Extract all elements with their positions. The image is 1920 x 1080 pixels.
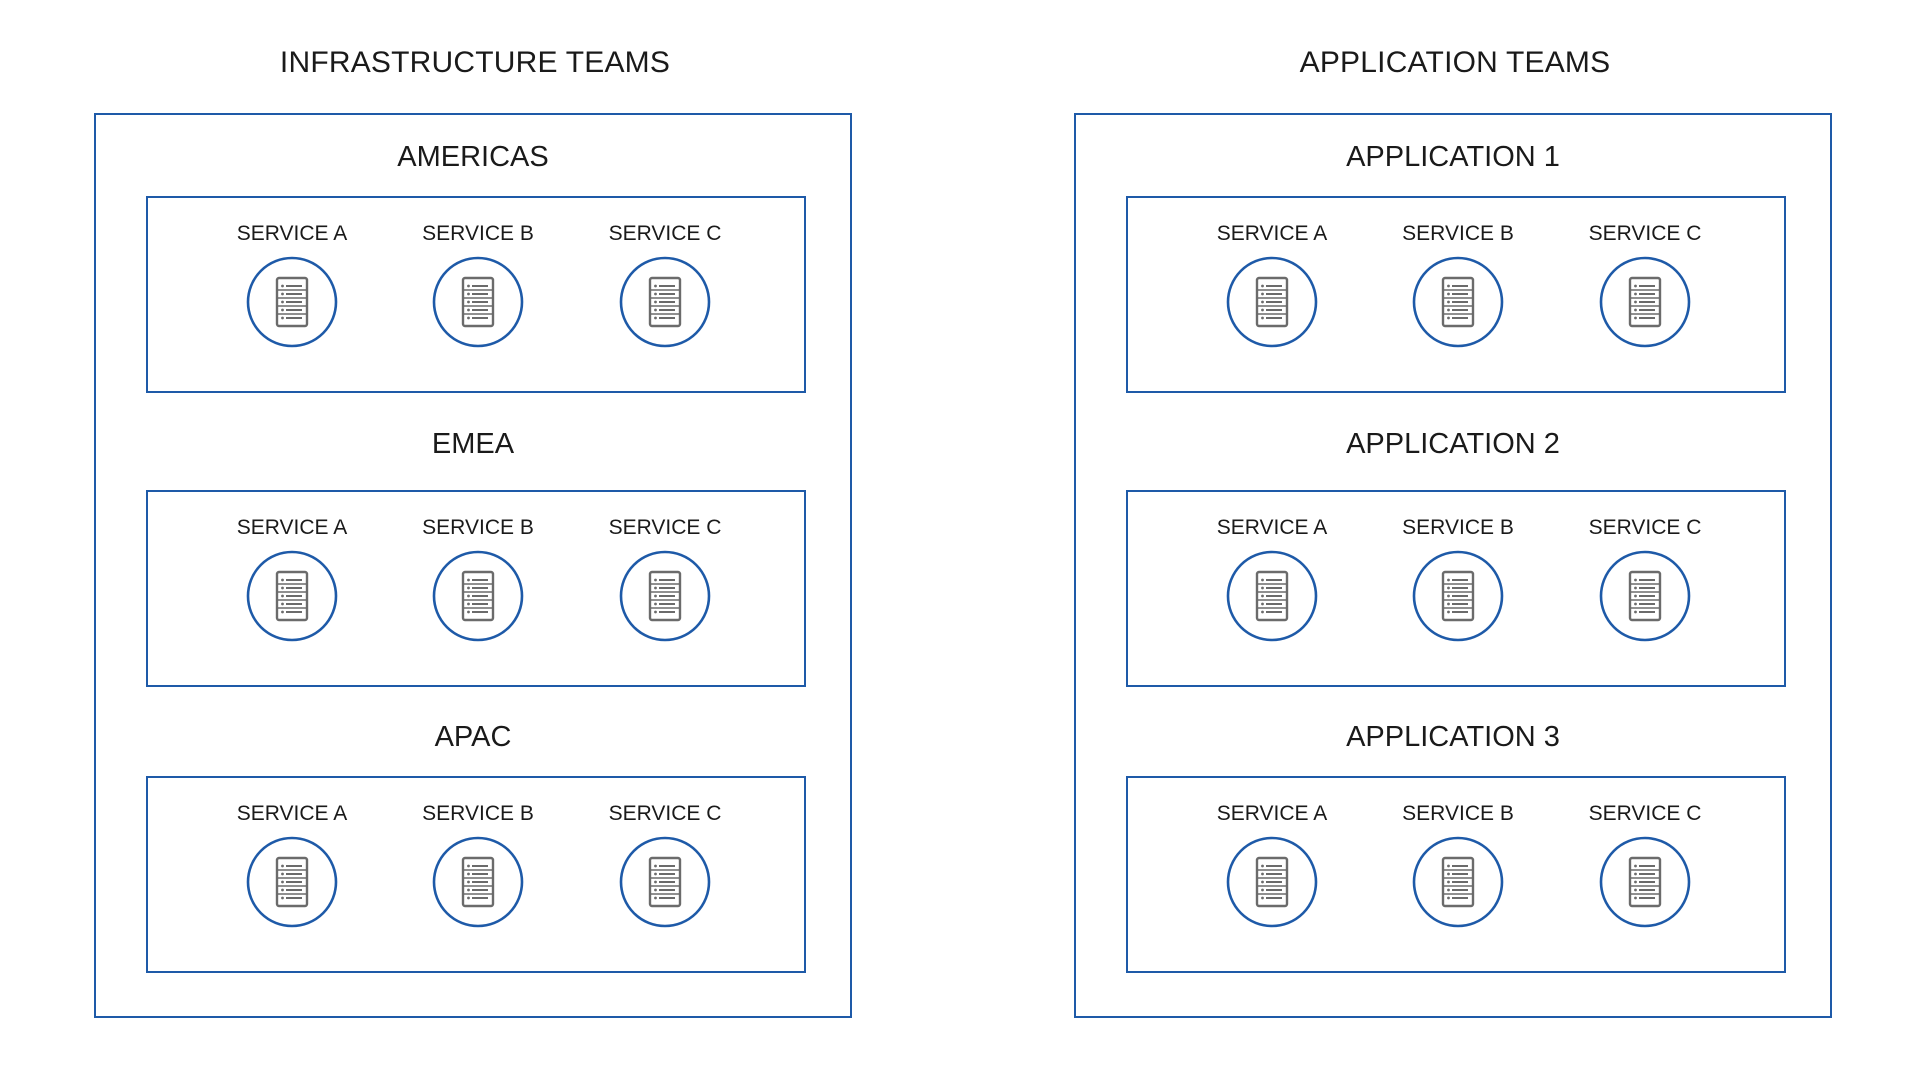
service-label: SERVICE B <box>422 516 534 539</box>
service-label: SERVICE C <box>608 802 722 825</box>
server-icon <box>1599 550 1691 642</box>
service-label: SERVICE B <box>1402 516 1514 539</box>
group-title-application-2: APPLICATION 2 <box>1346 428 1560 460</box>
service-node[interactable]: SERVICE C <box>600 222 730 348</box>
service-label: SERVICE B <box>1402 222 1514 245</box>
service-label: SERVICE B <box>422 802 534 825</box>
server-icon <box>246 550 338 642</box>
service-node[interactable]: SERVICE A <box>1207 222 1337 348</box>
server-icon <box>1412 256 1504 348</box>
group-title-application-1: APPLICATION 1 <box>1346 141 1560 173</box>
service-node[interactable]: SERVICE B <box>1393 516 1523 642</box>
service-node[interactable]: SERVICE B <box>413 802 543 928</box>
server-icon <box>1226 550 1318 642</box>
service-node[interactable]: SERVICE A <box>227 222 357 348</box>
service-node[interactable]: SERVICE A <box>1207 516 1337 642</box>
group-box-application-1: SERVICE A SERVICE B SERVICE C <box>1126 196 1786 393</box>
group-box-americas: SERVICE A SERVICE B SERVICE C <box>146 196 806 393</box>
service-node[interactable]: SERVICE B <box>413 516 543 642</box>
service-node[interactable]: SERVICE B <box>1393 222 1523 348</box>
service-node[interactable]: SERVICE A <box>227 802 357 928</box>
service-node[interactable]: SERVICE C <box>1580 516 1710 642</box>
server-icon <box>432 550 524 642</box>
server-icon <box>1412 836 1504 928</box>
group-title-americas: AMERICAS <box>397 141 549 173</box>
server-icon <box>246 256 338 348</box>
service-node[interactable]: SERVICE C <box>600 516 730 642</box>
server-icon <box>619 550 711 642</box>
group-box-application-3: SERVICE A SERVICE B SERVICE C <box>1126 776 1786 973</box>
service-node[interactable]: SERVICE C <box>600 802 730 928</box>
service-label: SERVICE B <box>1402 802 1514 825</box>
service-label: SERVICE A <box>236 222 348 245</box>
service-node[interactable]: SERVICE B <box>1393 802 1523 928</box>
server-icon <box>1599 836 1691 928</box>
service-label: SERVICE C <box>608 516 722 539</box>
group-box-apac: SERVICE A SERVICE B SERVICE C <box>146 776 806 973</box>
service-label: SERVICE C <box>608 222 722 245</box>
service-label: SERVICE C <box>1588 222 1702 245</box>
service-node[interactable]: SERVICE C <box>1580 222 1710 348</box>
server-icon <box>246 836 338 928</box>
service-node[interactable]: SERVICE A <box>1207 802 1337 928</box>
infrastructure-teams-title: INFRASTRUCTURE TEAMS <box>279 46 671 79</box>
application-teams-title: APPLICATION TEAMS <box>1299 46 1611 79</box>
service-node[interactable]: SERVICE B <box>413 222 543 348</box>
server-icon <box>432 256 524 348</box>
service-label: SERVICE A <box>236 802 348 825</box>
service-label: SERVICE C <box>1588 516 1702 539</box>
server-icon <box>619 836 711 928</box>
group-title-emea: EMEA <box>431 428 515 460</box>
server-icon <box>1226 256 1318 348</box>
service-node[interactable]: SERVICE A <box>227 516 357 642</box>
server-icon <box>1599 256 1691 348</box>
service-label: SERVICE C <box>1588 802 1702 825</box>
server-icon <box>432 836 524 928</box>
service-node[interactable]: SERVICE C <box>1580 802 1710 928</box>
service-label: SERVICE A <box>1216 516 1328 539</box>
group-title-application-3: APPLICATION 3 <box>1346 721 1560 753</box>
group-box-emea: SERVICE A SERVICE B SERVICE C <box>146 490 806 687</box>
service-label: SERVICE B <box>422 222 534 245</box>
server-icon <box>1226 836 1318 928</box>
group-box-application-2: SERVICE A SERVICE B SERVICE C <box>1126 490 1786 687</box>
application-teams-panel: APPLICATION 1 SERVICE A SERVICE B SERVIC… <box>1074 113 1832 1018</box>
service-label: SERVICE A <box>1216 222 1328 245</box>
service-label: SERVICE A <box>236 516 348 539</box>
infrastructure-teams-panel: AMERICAS SERVICE A SERVICE B SERVICE C E… <box>94 113 852 1018</box>
service-label: SERVICE A <box>1216 802 1328 825</box>
server-icon <box>1412 550 1504 642</box>
server-icon <box>619 256 711 348</box>
group-title-apac: APAC <box>434 721 512 753</box>
